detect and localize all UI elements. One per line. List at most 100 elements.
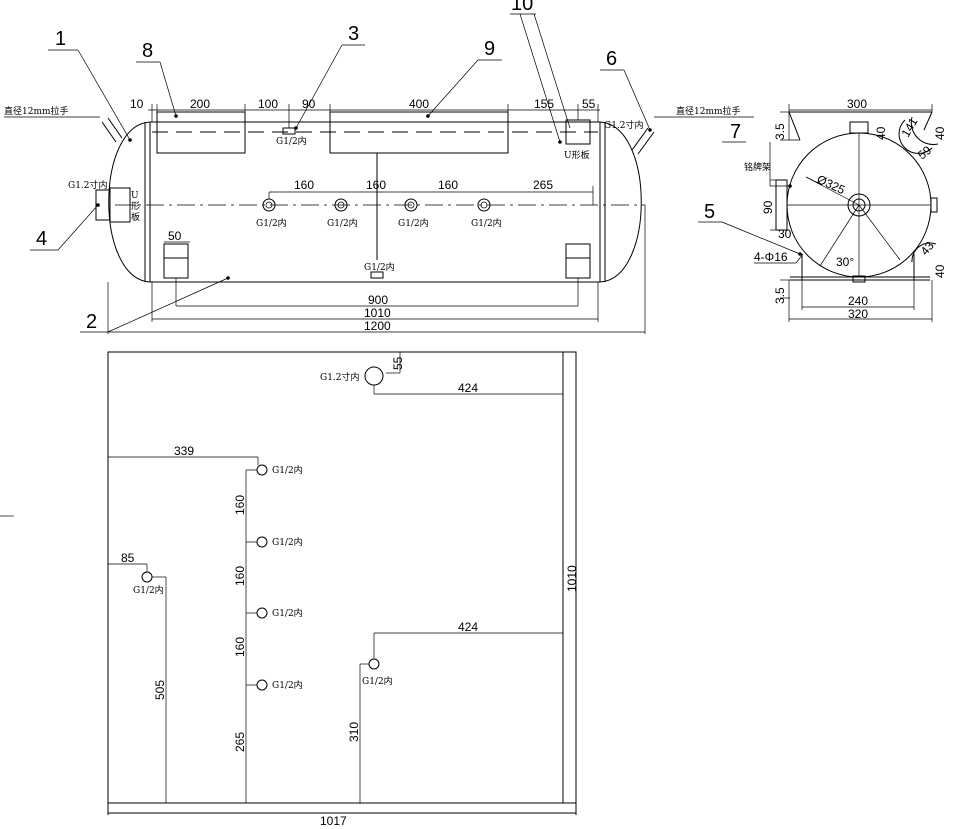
dim-100: 100: [258, 97, 278, 111]
dim-side-40-a: 40: [874, 126, 888, 140]
dim-plan-160-c: 160: [233, 637, 247, 657]
dim-side-240: 240: [848, 294, 868, 308]
note-port-1: G1/2内: [256, 217, 287, 229]
front-view: 10 200 100 90 400 155 55 160 160 160 265…: [4, 0, 802, 334]
note-u-left-2: 形: [131, 200, 140, 212]
plan-outline: [107, 351, 577, 804]
note-g12-left: G1.2寸内: [68, 179, 108, 191]
note-g12-top-right: G1.2寸内: [604, 119, 644, 131]
dim-plan-1010: 1010: [565, 565, 579, 592]
top-port: [282, 127, 296, 135]
note-handle-left: 直径12mm拉手: [4, 105, 69, 117]
left-handle: [101, 121, 117, 143]
tank-shell: [149, 121, 601, 283]
callout-2: 2: [86, 311, 97, 333]
plan-view: 55 424 339 160 160 160 85 1010 424 505 2…: [0, 351, 579, 828]
dim-plan-160-b: 160: [233, 566, 247, 586]
dim-10: 10: [130, 97, 144, 111]
port-4: [477, 198, 491, 212]
dim-1010: 1010: [364, 306, 391, 320]
dim-side-30-deg: 30°: [836, 255, 854, 269]
dim-1200: 1200: [364, 319, 391, 333]
bottom-port: [370, 271, 384, 279]
dim-200: 200: [190, 97, 210, 111]
dim-plan-310: 310: [347, 722, 361, 742]
note-g12-top-mid: G1/2内: [276, 135, 307, 147]
dim-side-90: 90: [761, 200, 775, 214]
callout-9: 9: [484, 38, 495, 60]
side-view: 300 3.5 40 141 40 59 Ø325 90 30 30° 4-Φ1…: [744, 97, 947, 322]
port-2: [334, 198, 348, 212]
plan-port-1: [256, 464, 268, 476]
plan-port-3: [256, 607, 268, 619]
dim-side-3-5-bot: 3.5: [773, 287, 787, 304]
tank-right-head: [599, 121, 642, 283]
dim-plan-424-mid: 424: [458, 620, 478, 634]
dim-265: 265: [533, 178, 553, 192]
callout-8: 8: [142, 40, 153, 62]
left-u-plate: [109, 187, 131, 223]
right-handle: [631, 127, 649, 151]
note-plan-p-left: G1/2内: [133, 584, 164, 596]
note-plan-p2: G1/2内: [272, 536, 303, 548]
side-bottom-port: [852, 275, 866, 283]
dim-plan-424-top: 424: [458, 381, 478, 395]
callout-6: 6: [606, 48, 617, 70]
plan-port-right: [368, 658, 380, 670]
side-foot-arc: [911, 242, 937, 263]
note-u-right: U形板: [564, 149, 590, 161]
dim-50: 50: [168, 229, 182, 243]
note-plan-p-right: G1/2内: [362, 675, 393, 687]
dim-plan-265: 265: [233, 732, 247, 752]
front-callouts: 1 2 3 4 5 6 7: [30, 0, 802, 333]
tank-left-head: [108, 121, 151, 283]
left-foot: [163, 243, 189, 279]
dim-side-4-phi16: 4-Φ16: [754, 250, 788, 264]
dim-160-a: 160: [294, 178, 314, 192]
note-bottom-port: G1/2内: [364, 261, 395, 273]
plan-port-left: [141, 571, 153, 583]
nameplate-bracket: [775, 179, 788, 231]
dim-plan-339: 339: [174, 444, 194, 458]
dim-side-40-b: 40: [933, 126, 947, 140]
dim-side-3-5-top: 3.5: [773, 123, 787, 140]
dim-side-141: 141: [898, 115, 920, 140]
note-plan-p1: G1/2内: [272, 464, 303, 476]
side-top-port: [849, 121, 869, 134]
dim-plan-1017: 1017: [320, 814, 347, 828]
dim-side-40-c: 40: [933, 264, 947, 278]
side-handle-arc: [898, 119, 933, 154]
dim-side-320: 320: [848, 307, 868, 321]
plan-port-2: [256, 536, 268, 548]
dim-900: 900: [368, 293, 388, 307]
note-plan-p4: G1/2内: [272, 679, 303, 691]
callout-4: 4: [36, 228, 47, 250]
note-port-3: G1/2内: [398, 217, 429, 229]
note-u-left-1: U: [131, 191, 139, 201]
note-handle-right: 直径12mm拉手: [676, 105, 741, 117]
port-3: [404, 198, 418, 212]
note-plan-p3: G1/2内: [272, 607, 303, 619]
note-plan-g12-top: G1.2寸内: [320, 371, 360, 383]
right-foot: [565, 243, 591, 279]
plan-port-g12: [364, 366, 384, 386]
note-port-2: G1/2内: [327, 217, 358, 229]
plan-port-4: [256, 679, 268, 691]
part-9-plate: [329, 111, 509, 154]
callout-10: 10: [511, 0, 533, 15]
dim-155: 155: [534, 97, 554, 111]
side-dimensions: [754, 104, 933, 322]
dim-160-b: 160: [366, 178, 386, 192]
callout-5: 5: [704, 201, 715, 223]
dim-160-c: 160: [438, 178, 458, 192]
part-8-plate: [156, 111, 246, 154]
dim-side-30: 30: [778, 227, 792, 241]
dim-plan-505: 505: [153, 680, 167, 700]
dim-plan-160-a: 160: [233, 495, 247, 515]
dim-90: 90: [302, 97, 316, 111]
note-port-4: G1/2内: [471, 217, 502, 229]
callout-7: 7: [730, 121, 741, 143]
front-ports: [262, 198, 491, 212]
callout-1: 1: [55, 28, 66, 50]
